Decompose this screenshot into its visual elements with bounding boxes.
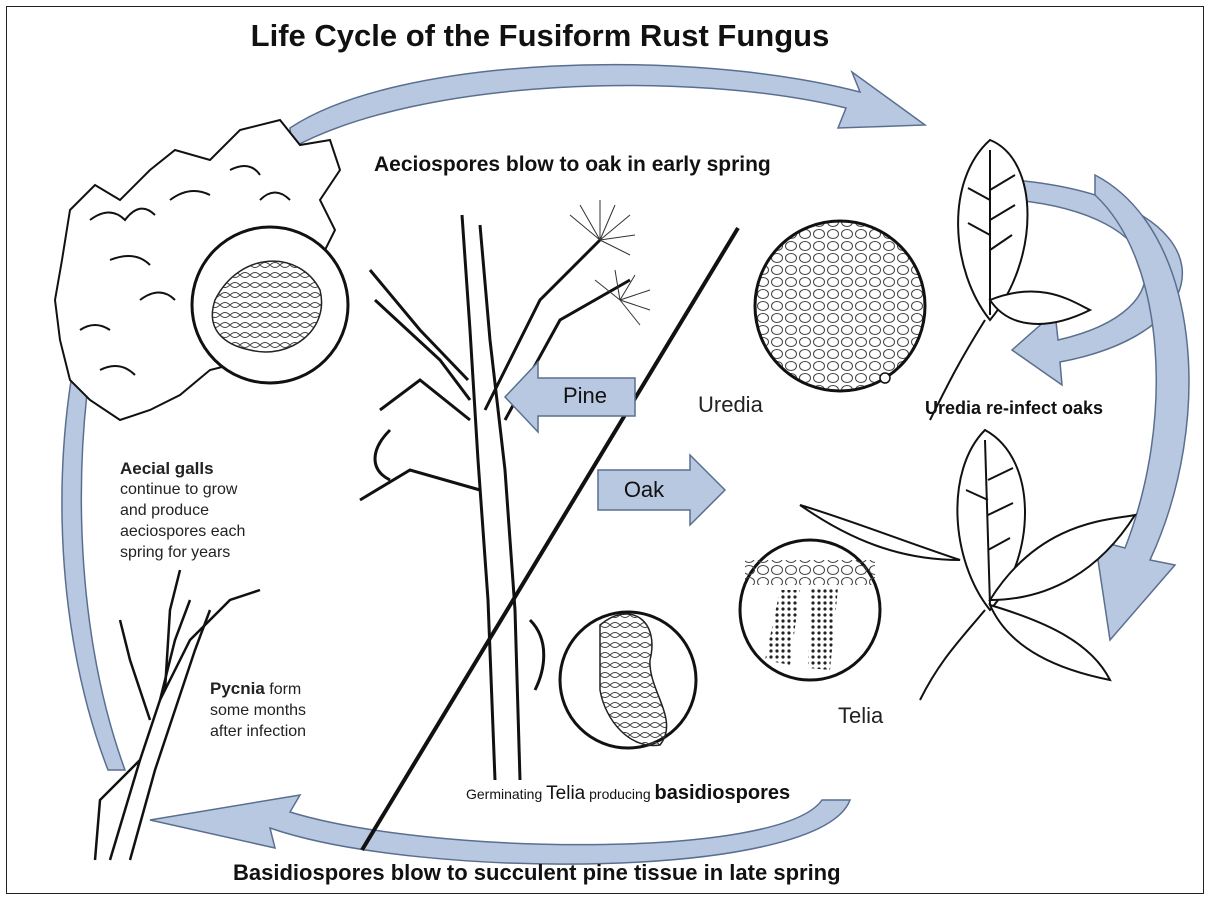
telia-label: Telia [838,703,883,729]
diagram-title: Life Cycle of the Fusiform Rust Fungus [0,18,1080,54]
pycnia-line-2: some months [210,700,306,721]
pycnia-line-3: after infection [210,721,306,742]
uredia-magnified-circle [755,221,925,391]
germinating-basidiospores: basidiospores [655,782,791,804]
uredia-reinfect-caption: Uredia re-infect oaks [925,398,1103,419]
aecial-line-3: aeciospores each [120,521,245,542]
germinating-caption: Germinating Telia producing basidiospore… [466,782,790,805]
germinating-pre: Germinating [466,786,546,802]
germinating-telia: Telia [546,783,585,804]
aecial-line-1: continue to grow [120,479,245,500]
pine-label: Pine [538,383,632,409]
pycnia-line-1-rest: form [265,681,301,698]
pycnia-note: Pycnia form some months after infection [210,678,306,742]
right-descending-arrow [1095,175,1189,640]
aecial-line-4: spring for years [120,542,245,563]
pycnia-title: Pycnia [210,679,265,698]
bottom-cycle-arrow [150,795,850,864]
aecial-galls-note: Aecial galls continue to grow and produc… [120,458,245,563]
aeciospores-caption: Aeciospores blow to oak in early spring [374,153,771,177]
pine-oak-divider-line [362,228,738,850]
aecial-line-2: and produce [120,500,245,521]
germinating-mid: producing [585,786,654,802]
basidiospores-caption: Basidiospores blow to succulent pine tis… [233,860,841,886]
aecial-galls-title: Aecial galls [120,458,245,479]
uredia-label: Uredia [698,392,763,418]
oak-leaf-upper-drawing [930,140,1090,420]
oak-label: Oak [600,477,688,503]
top-cycle-arrow [290,65,925,148]
